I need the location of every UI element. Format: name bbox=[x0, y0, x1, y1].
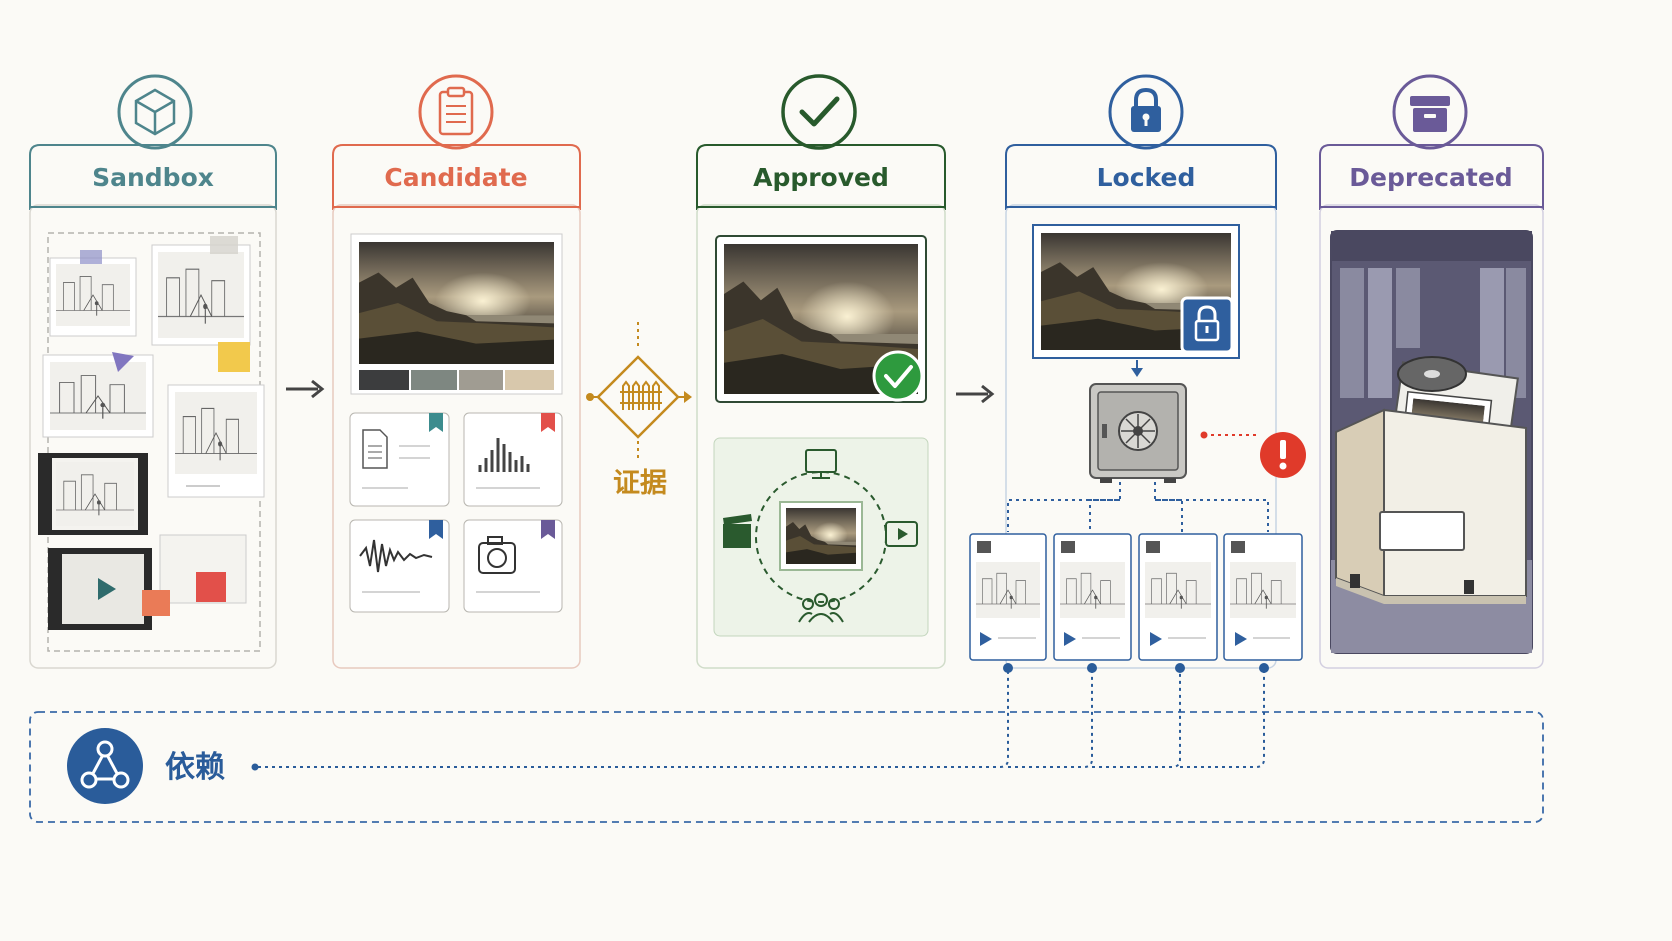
evidence-label: 证据 bbox=[613, 468, 667, 499]
film-strip bbox=[38, 453, 148, 535]
approved-label: Approved bbox=[753, 163, 889, 192]
deprecated-stage: Deprecated bbox=[1319, 74, 1544, 669]
sticky-note bbox=[218, 342, 250, 372]
document-card bbox=[349, 412, 450, 507]
locked-image bbox=[1032, 224, 1240, 359]
play-icon bbox=[980, 632, 992, 646]
vault-safe-icon bbox=[1089, 383, 1187, 483]
dependency-label: 依赖 bbox=[165, 750, 225, 785]
audio-wave-icon bbox=[359, 539, 433, 573]
sticky-note bbox=[196, 572, 226, 602]
monitor-icon bbox=[805, 449, 837, 479]
candidate-image bbox=[350, 233, 563, 395]
play-icon bbox=[1235, 632, 1247, 646]
cube-icon bbox=[117, 74, 193, 150]
camera-icon bbox=[478, 536, 516, 574]
approved-stage: Approved bbox=[696, 74, 946, 669]
approved-badge-icon bbox=[872, 350, 924, 402]
lock-badge-icon bbox=[1180, 296, 1234, 354]
sketch-photo bbox=[151, 236, 251, 346]
arrow-right-icon bbox=[286, 379, 325, 399]
sandbox-label: Sandbox bbox=[92, 163, 214, 192]
document-icon bbox=[362, 429, 388, 469]
sketch-photo bbox=[42, 352, 154, 438]
locked-label: Locked bbox=[1097, 163, 1196, 192]
sketch-photo bbox=[49, 250, 137, 337]
clipboard-icon bbox=[418, 74, 494, 150]
candidate-stage: Candidate bbox=[332, 74, 581, 669]
dependency-links bbox=[1007, 482, 1269, 532]
alert-icon bbox=[1260, 432, 1306, 478]
video-card bbox=[1138, 533, 1218, 661]
clapper-mini-icon bbox=[1061, 541, 1075, 553]
video-card bbox=[1053, 533, 1132, 661]
sketch-photo bbox=[167, 384, 265, 498]
arrow-right-icon bbox=[956, 384, 995, 404]
play-icon bbox=[1064, 632, 1076, 646]
fence-icon bbox=[620, 380, 662, 410]
locked-stage: Locked bbox=[969, 74, 1306, 669]
clapper-mini-icon bbox=[1231, 541, 1245, 553]
checkmark-icon bbox=[781, 74, 857, 150]
histogram-icon bbox=[478, 438, 530, 472]
archive-scene bbox=[1330, 230, 1533, 654]
palette-swatch bbox=[359, 370, 409, 390]
lock-icon bbox=[1108, 74, 1184, 150]
palette-swatch bbox=[505, 370, 554, 390]
distribution-panel bbox=[713, 437, 929, 637]
archive-box-icon bbox=[1392, 74, 1468, 150]
clapper-mini-icon bbox=[1146, 541, 1160, 553]
play-icon bbox=[1150, 632, 1162, 646]
clapperboard-icon bbox=[723, 514, 752, 548]
clapper-mini-icon bbox=[977, 541, 991, 553]
waveform-card bbox=[463, 412, 563, 507]
deprecated-label: Deprecated bbox=[1349, 163, 1512, 192]
video-card bbox=[969, 533, 1047, 661]
video-card bbox=[1223, 533, 1303, 661]
sticky-note bbox=[142, 590, 170, 616]
film-strip bbox=[48, 548, 152, 630]
audio-card bbox=[349, 519, 450, 613]
candidate-label: Candidate bbox=[384, 163, 527, 192]
evidence-gate: 证据 bbox=[586, 322, 692, 499]
play-button-icon bbox=[885, 521, 918, 547]
palette-swatch bbox=[411, 370, 457, 390]
sandbox-stage: Sandbox bbox=[29, 74, 277, 669]
users-icon bbox=[798, 593, 844, 623]
play-icon bbox=[98, 578, 116, 600]
palette-swatch bbox=[459, 370, 503, 390]
graph-nodes-icon bbox=[67, 728, 143, 804]
camera-card bbox=[463, 519, 563, 613]
approved-image bbox=[715, 235, 927, 403]
dependency-band: 依赖 bbox=[29, 663, 1544, 823]
dependency-trace bbox=[258, 668, 1265, 768]
